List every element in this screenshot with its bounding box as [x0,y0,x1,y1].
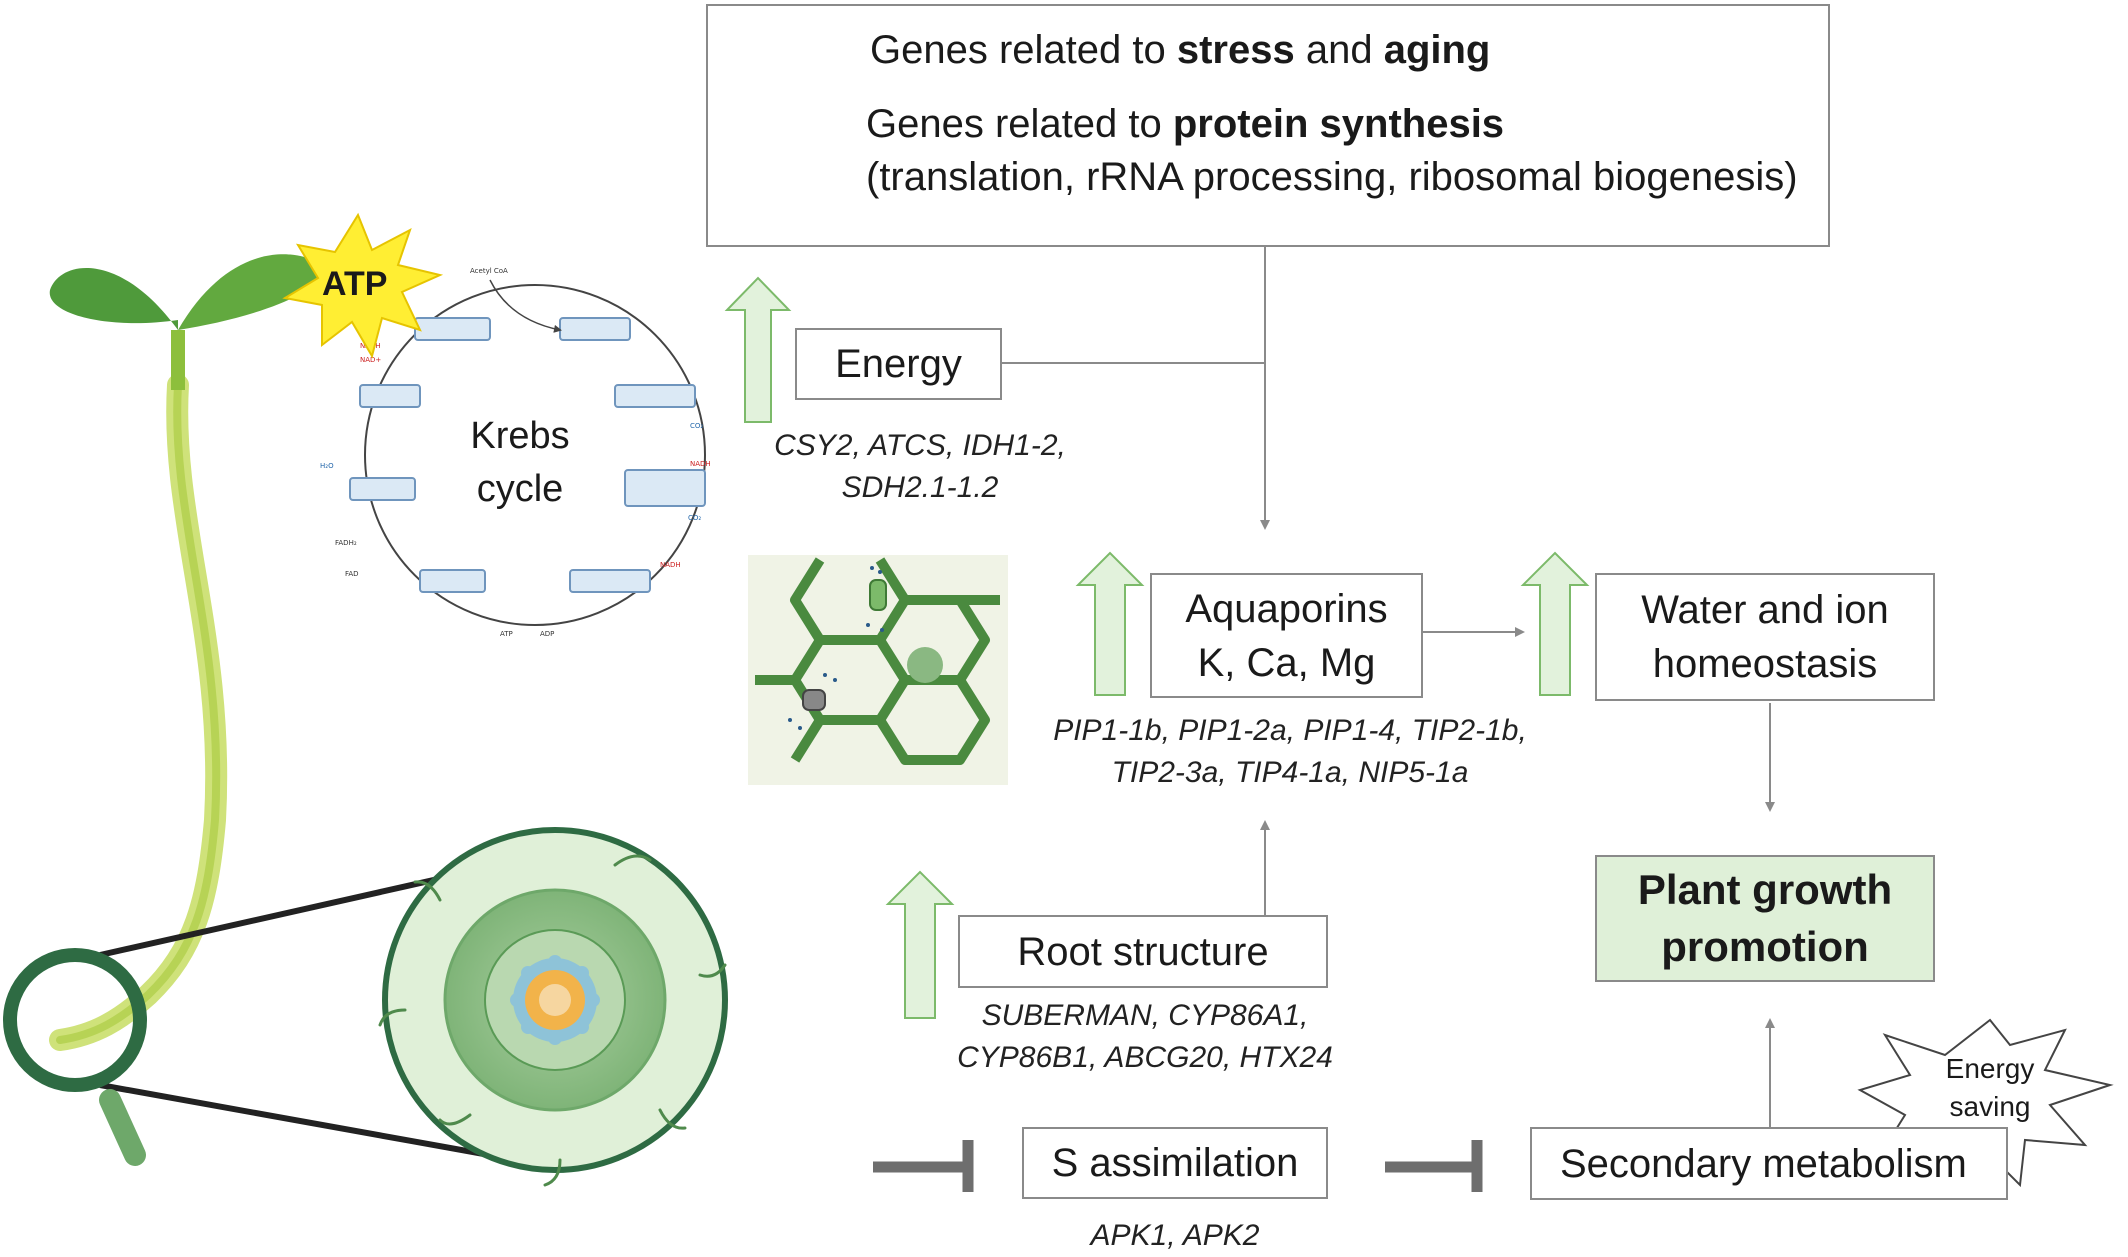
root-structure-box: Root structure [958,915,1328,988]
right-leaf [178,254,330,330]
plant-stem [49,374,228,1051]
krebs-node-fumarate [349,477,416,501]
aquaporins-line2: K, Ca, Mg [1197,640,1376,685]
left-leaf [49,267,179,330]
aquaporins-genes-line2: TIP2-3a, TIP4-1a, NIP5-1a [1111,756,1469,789]
atp-label: ATP [322,265,388,303]
plant-growth-line2: promotion [1661,922,1869,970]
plant-cell-illustration [748,555,1008,785]
svg-text:FAD: FAD [345,570,359,578]
krebs-node-ketoglutaric-acid [624,469,706,507]
svg-text:NADH: NADH [690,460,711,468]
s-assimilation-genes: APK1, APK2 [1090,1219,1260,1252]
water-line2: homeostasis [1652,642,1878,686]
root-genes: SUBERMAN, CYP86A1, CYP86B1, ABCG20, HTX2… [940,995,1350,1079]
aquaporins-line1: Aquaporins [1185,586,1388,631]
secondary-metabolism-box: Secondary metabolism [1530,1127,2008,1200]
krebs-label-line1: Krebs [470,415,570,457]
legend-box [706,4,1830,247]
krebs-node-oxaloacetate [414,317,491,341]
energy-saving-line1: Energy [1945,1053,2035,1084]
water-homeostasis-box: Water and ion homeostasis [1595,573,1935,701]
krebs-node-succinate [419,569,486,593]
s-assimilation-box: S assimilation [1022,1127,1328,1199]
up-arrow-aquaporins [1075,551,1145,696]
inhibit-symbol-s-assimilation [873,1140,974,1192]
svg-text:ADP: ADP [540,630,554,638]
aquaporins-genes-line1: PIP1-1b, PIP1-2a, PIP1-4, TIP2-1b, [1053,714,1527,747]
energy-box: Energy [795,328,1002,400]
aquaporins-box: Aquaporins K, Ca, Mg [1150,573,1423,698]
plant-growth-line1: Plant growth [1637,865,1893,913]
seedling-illustration [49,254,330,1051]
svg-text:Acetyl CoA: Acetyl CoA [470,267,508,275]
svg-text:CO₂: CO₂ [688,514,701,522]
atp-starburst-icon [282,212,444,359]
legend-protein-synthesis-detail: (translation, rRNA processing, ribosomal… [866,155,1798,199]
legend-stress-aging: Genes related to stress and aging [870,28,1491,72]
aquaporins-genes: PIP1-1b, PIP1-2a, PIP1-4, TIP2-1b, TIP2-… [1020,710,1560,794]
up-arrow-water [1520,551,1590,696]
svg-text:CO₂: CO₂ [690,422,703,430]
up-arrow-root [885,870,955,1019]
inhibit-symbol-secondary [1385,1140,1483,1192]
svg-text:NADH: NADH [660,561,681,569]
root-genes-line1: SUBERMAN, CYP86A1, [981,999,1309,1032]
krebs-label-line2: cycle [476,468,564,511]
energy-genes-line2: SDH2.1-1.2 [841,471,999,504]
energy-saving-line2: saving [1949,1090,2031,1122]
up-arrow-energy [724,276,792,423]
krebs-node-citric-acid [559,317,631,341]
energy-saving-label: Energy saving [1925,1050,2055,1126]
root-cross-section [378,827,728,1187]
legend-protein-synthesis: Genes related to protein synthesis [866,102,1505,146]
krebs-node-succinyl-coa [569,569,651,593]
svg-text:ATP: ATP [500,630,513,638]
root-genes-line2: CYP86B1, ABCG20, HTX24 [957,1041,1333,1074]
water-line1: Water and ion [1641,588,1889,632]
energy-genes: CSY2, ATCS, IDH1-2, SDH2.1-1.2 [760,425,1080,509]
svg-text:FADH₂: FADH₂ [335,539,357,547]
svg-text:H₂O: H₂O [320,462,334,470]
krebs-cycle-diagram: Acetyl CoA CO₂ NADH CO₂ NADH NADH NAD+ H… [320,267,711,638]
plant-growth-box: Plant growth promotion [1595,855,1935,982]
svg-text:NAD+: NAD+ [360,356,381,364]
krebs-node-malate [359,384,421,408]
energy-genes-line1: CSY2, ATCS, IDH1-2, [774,429,1066,462]
krebs-cycle-label: Krebs cycle [455,410,585,516]
krebs-node-isocitric-acid [614,384,696,408]
connectors [1002,247,1775,1127]
